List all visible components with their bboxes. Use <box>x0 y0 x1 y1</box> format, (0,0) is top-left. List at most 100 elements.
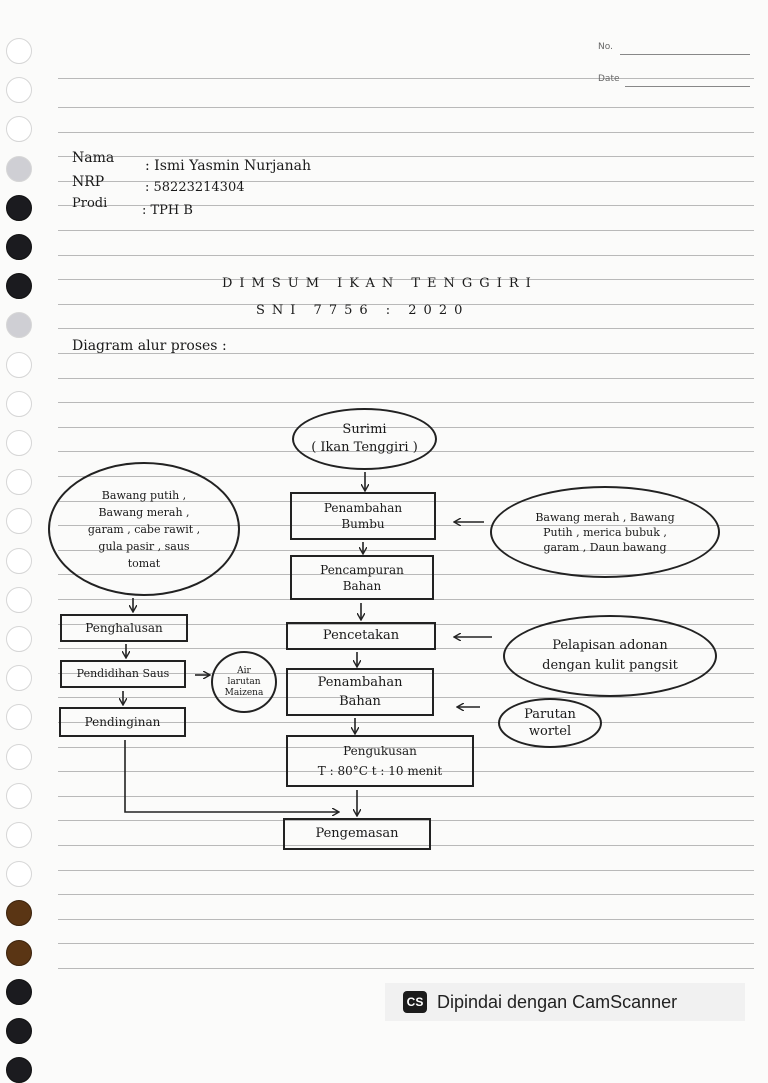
node-line: Bumbu <box>341 517 385 531</box>
ruled-line <box>58 722 754 723</box>
node-line: Parutan <box>524 707 576 722</box>
binder-hole <box>6 900 32 926</box>
binder-hole <box>6 508 32 534</box>
node-line: T : 80°C t : 10 menit <box>317 764 443 778</box>
node-line: tomat <box>127 556 161 570</box>
node-line: Pengemasan <box>315 826 399 841</box>
ruled-line <box>58 870 754 871</box>
step-penambahan-bahan: Penambahan Bahan <box>286 668 434 716</box>
ruled-line <box>58 476 754 477</box>
ruled-line <box>58 747 754 748</box>
binder-hole <box>6 430 32 456</box>
binder-hole <box>6 469 32 495</box>
nrp-value: : 58223214304 <box>145 180 245 195</box>
standard-code: SNI 7756 : 2020 <box>256 303 470 318</box>
arrow-pendinginan-to-pengemasan <box>124 740 338 812</box>
no-label: No. <box>598 42 613 52</box>
step-pencetakan: Pencetakan <box>286 622 436 650</box>
binder-hole <box>6 744 32 770</box>
ruled-line <box>58 255 754 256</box>
binder-hole <box>6 548 32 574</box>
node-line: garam , Daun bawang <box>543 540 667 554</box>
binder-hole <box>6 626 32 652</box>
ruled-line <box>58 353 754 354</box>
ruled-line <box>58 624 754 625</box>
node-line: Bawang merah , <box>98 505 190 519</box>
binder-hole <box>6 273 32 299</box>
binder-hole <box>6 940 32 966</box>
ruled-line <box>58 968 754 969</box>
binder-hole <box>6 783 32 809</box>
ruled-line <box>58 78 754 79</box>
ruled-line <box>58 132 754 133</box>
binder-hole <box>6 979 32 1005</box>
date-label: Date <box>598 74 620 84</box>
binder-hole <box>6 665 32 691</box>
flow-arrows <box>0 472 492 1024</box>
node-line: Pelapisan adonan <box>552 638 668 653</box>
binder-hole <box>6 234 32 260</box>
binder-hole <box>6 704 32 730</box>
page-title: DIMSUM IKAN TENGGIRI <box>222 276 538 291</box>
binder-hole <box>6 861 32 887</box>
nrp-label: NRP <box>72 174 105 190</box>
node-line: Putih , merica bubuk , <box>543 525 667 539</box>
node-line: gula pasir , saus <box>98 539 190 553</box>
node-line: Pengukusan <box>343 744 417 758</box>
node-line: Penghalusan <box>85 621 163 635</box>
ruled-line <box>58 943 754 944</box>
node-line: Pendidihan Saus <box>76 667 170 680</box>
ruled-line <box>58 919 754 920</box>
binder-hole <box>6 195 32 221</box>
ruled-line <box>58 550 754 551</box>
ruled-line <box>58 501 754 502</box>
input-pelapisan: Pelapisan adonan dengan kulit pangsit <box>503 615 717 697</box>
input-wortel: Parutan wortel <box>498 698 602 748</box>
ruled-line <box>58 820 754 821</box>
binder-hole <box>6 77 32 103</box>
start-node-surimi: Surimi ( Ikan Tenggiri ) <box>292 408 437 470</box>
ruled-line <box>58 771 754 772</box>
camscanner-logo-icon: CS <box>403 991 427 1013</box>
sauce-ingredients: Bawang putih , Bawang merah , garam , ca… <box>48 462 240 596</box>
sauce-step-penghalusan: Penghalusan <box>60 614 188 642</box>
section-heading: Diagram alur proses : <box>72 338 227 354</box>
input-bumbu: Bawang merah , Bawang Putih , merica bub… <box>490 486 720 578</box>
node-line: garam , cabe rawit , <box>87 522 201 536</box>
ruled-line <box>58 279 754 280</box>
ruled-line <box>58 402 754 403</box>
binder-hole <box>6 38 32 64</box>
node-line: Bahan <box>342 578 382 593</box>
notebook-page: No. Date Nama : Ismi Yasmin Nurjanah NRP… <box>0 38 754 1083</box>
ruled-line <box>58 574 754 575</box>
name-label: Nama <box>72 150 115 166</box>
sauce-step-pendinginan: Pendinginan <box>59 707 186 737</box>
ruled-line <box>58 230 754 231</box>
binder-hole <box>6 352 32 378</box>
sauce-step-pendidihan: Pendidihan Saus <box>60 660 186 688</box>
node-line: Bawang putih , <box>101 488 187 502</box>
binder-hole <box>6 822 32 848</box>
node-line: Pencampuran <box>320 562 404 577</box>
step-pengemasan: Pengemasan <box>283 818 431 850</box>
prodi-label: Prodi <box>72 196 108 211</box>
binder-hole <box>6 116 32 142</box>
ruled-line <box>58 304 754 305</box>
ruled-line <box>58 205 754 206</box>
ruled-line <box>58 156 754 157</box>
ruled-line <box>58 796 754 797</box>
node-line: Air <box>237 665 251 676</box>
node-line: dengan kulit pangsit <box>542 658 678 673</box>
ruled-line <box>58 181 754 182</box>
node-line: Bawang merah , Bawang <box>535 510 675 524</box>
camscanner-text: Dipindai dengan CamScanner <box>437 991 678 1012</box>
ruled-line <box>58 894 754 895</box>
node-line: Maizena <box>224 687 264 698</box>
ruled-line <box>58 328 754 329</box>
ruled-line <box>58 845 754 846</box>
ruled-line <box>58 525 754 526</box>
node-line: Pencetakan <box>322 628 400 643</box>
node-line: Bahan <box>339 694 381 709</box>
binder-hole <box>6 156 32 182</box>
binder-hole <box>6 1057 32 1083</box>
